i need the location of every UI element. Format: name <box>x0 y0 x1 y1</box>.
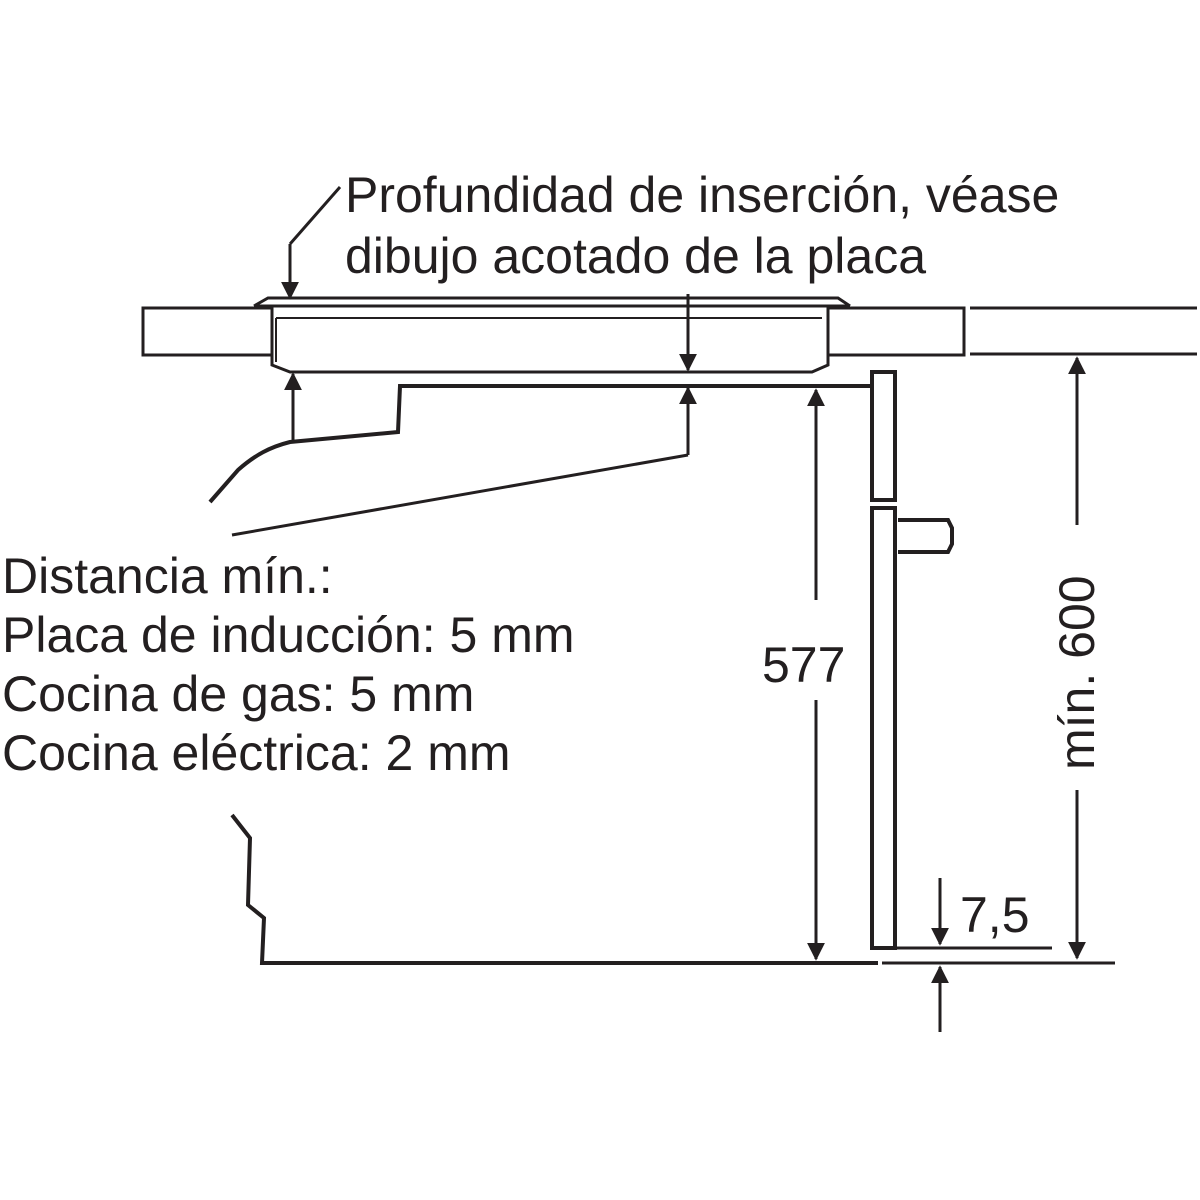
min-distance-item: Placa de inducción: 5 mm <box>2 607 575 663</box>
callout-line-2: dibujo acotado de la placa <box>345 228 926 284</box>
offset-label: 7,5 <box>960 887 1030 943</box>
min-distance-item: Cocina de gas: 5 mm <box>2 666 474 722</box>
oven-body <box>208 384 878 965</box>
min-distance-item: Cocina eléctrica: 2 mm <box>2 725 511 781</box>
oven-knob <box>898 518 954 554</box>
min-distance-arrows <box>231 294 697 537</box>
countertop-left <box>141 306 274 357</box>
oven-height-label: 577 <box>762 637 845 693</box>
oven-front <box>870 370 954 950</box>
hob <box>253 296 851 374</box>
countertop-right <box>826 306 966 357</box>
min-distance-heading: Distancia mín.: <box>2 548 333 604</box>
insertion-depth-leader <box>281 186 342 440</box>
callout-line-1: Profundidad de inserción, véase <box>345 167 1059 223</box>
offset-dimension <box>882 878 1115 1032</box>
niche-height-label: mín. 600 <box>1049 575 1105 770</box>
